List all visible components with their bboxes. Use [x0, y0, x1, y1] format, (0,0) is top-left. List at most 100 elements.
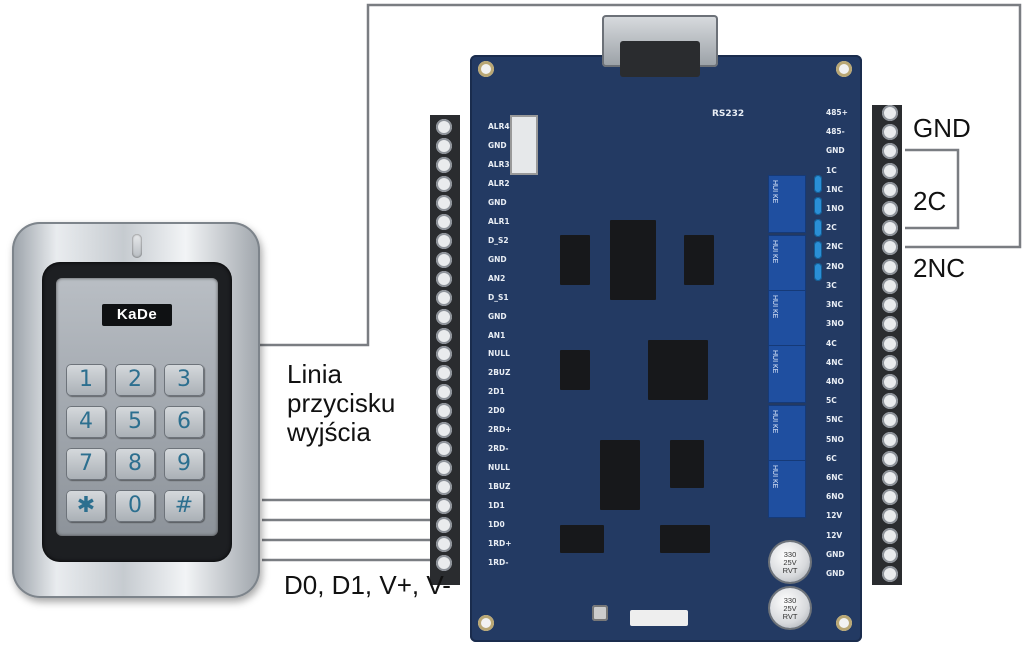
- left-terminal-screw[interactable]: [436, 156, 452, 173]
- left-terminal-screw[interactable]: [436, 536, 452, 553]
- right-terminal-screw[interactable]: [882, 469, 898, 486]
- right-terminal-screw[interactable]: [882, 105, 898, 121]
- varistor: [814, 175, 822, 193]
- right-terminal-screw[interactable]: [882, 412, 898, 429]
- right-terminal-label: 3NO: [826, 319, 844, 329]
- left-terminal-screw[interactable]: [436, 365, 452, 382]
- cap-value: 330: [783, 596, 797, 605]
- left-terminal-screw[interactable]: [436, 441, 452, 458]
- left-terminal-screw[interactable]: [436, 308, 452, 325]
- relay-2: HUI KE: [768, 235, 806, 293]
- left-terminal-label: 2D0: [488, 406, 505, 416]
- left-terminal-screw[interactable]: [436, 384, 452, 401]
- mount-hole: [478, 615, 494, 631]
- key-star[interactable]: ✱: [66, 490, 106, 522]
- right-terminal-label: 4NO: [826, 376, 844, 386]
- right-terminal-screw[interactable]: [882, 181, 898, 198]
- left-terminal-label: D_S2: [488, 235, 509, 245]
- key-8[interactable]: 8: [115, 448, 155, 480]
- right-terminal-screw[interactable]: [882, 162, 898, 179]
- right-terminal-screw[interactable]: [882, 297, 898, 314]
- left-terminal-screw[interactable]: [436, 479, 452, 496]
- right-terminal-screw[interactable]: [882, 393, 898, 410]
- left-terminal-screw[interactable]: [436, 422, 452, 439]
- right-terminal-screw[interactable]: [882, 566, 898, 582]
- keypad-bezel: KaDe 1 2 3 4 5 6 7 8 9 ✱ 0 #: [42, 262, 232, 562]
- mount-hole: [836, 61, 852, 77]
- right-terminal-screw[interactable]: [882, 201, 898, 218]
- left-terminal-screw[interactable]: [436, 346, 452, 363]
- exit-line-text: wyjścia: [287, 417, 371, 447]
- mcu-chip: [648, 340, 708, 400]
- right-terminal-label: 4NC: [826, 357, 843, 367]
- left-terminal-screw[interactable]: [436, 137, 452, 154]
- left-terminal-screw[interactable]: [436, 194, 452, 211]
- key-3[interactable]: 3: [164, 364, 204, 396]
- keypad-device: KaDe 1 2 3 4 5 6 7 8 9 ✱ 0 #: [12, 222, 260, 598]
- right-terminal-screw[interactable]: [882, 527, 898, 544]
- left-terminal-screw[interactable]: [436, 460, 452, 477]
- left-terminal-label: ALR1: [488, 216, 510, 226]
- key-6[interactable]: 6: [164, 406, 204, 438]
- ic-chip: [684, 235, 714, 285]
- left-terminal-label: 1BUZ: [488, 482, 511, 492]
- left-terminal-label: NULL: [488, 349, 510, 359]
- dip-switch[interactable]: [510, 115, 538, 175]
- right-terminal-screw[interactable]: [882, 277, 898, 294]
- left-terminal-screw[interactable]: [436, 289, 452, 306]
- right-terminal-label: 6NO: [826, 492, 844, 502]
- right-terminal-screw[interactable]: [882, 431, 898, 448]
- ic-chip: [660, 525, 710, 553]
- left-terminal-screw[interactable]: [436, 498, 452, 515]
- key-7[interactable]: 7: [66, 448, 106, 480]
- cap-brand: RVT: [782, 566, 798, 575]
- cap-brand: RVT: [782, 612, 798, 621]
- mount-hole: [836, 615, 852, 631]
- left-terminal-screw[interactable]: [436, 270, 452, 287]
- left-terminal-screw[interactable]: [436, 119, 452, 135]
- right-terminal-screw[interactable]: [882, 450, 898, 467]
- wiegand-label: D0, D1, V+, V-: [284, 570, 451, 600]
- key-0[interactable]: 0: [115, 490, 155, 522]
- right-terminal-screw[interactable]: [882, 220, 898, 237]
- relay-label: HUI KE: [771, 180, 778, 204]
- key-5[interactable]: 5: [115, 406, 155, 438]
- right-terminal-screw[interactable]: [882, 143, 898, 160]
- left-terminal-screw[interactable]: [436, 251, 452, 268]
- db9-shell: [620, 41, 700, 77]
- 2nc-label: 2NC: [913, 253, 966, 283]
- left-terminal-label: GND: [488, 311, 507, 321]
- left-terminal-screw[interactable]: [436, 517, 452, 534]
- right-terminal-screw[interactable]: [882, 354, 898, 371]
- right-terminal-screw[interactable]: [882, 335, 898, 352]
- key-hash[interactable]: #: [164, 490, 204, 522]
- key-1[interactable]: 1: [66, 364, 106, 396]
- right-terminal-screw[interactable]: [882, 546, 898, 563]
- right-terminal-screw[interactable]: [882, 373, 898, 390]
- left-terminal-screw[interactable]: [436, 213, 452, 230]
- left-terminal-screw[interactable]: [436, 555, 452, 571]
- key-2[interactable]: 2: [115, 364, 155, 396]
- reset-button[interactable]: [592, 605, 608, 621]
- key-9[interactable]: 9: [164, 448, 204, 480]
- cap-voltage: 25V: [783, 558, 797, 567]
- right-terminal-screw[interactable]: [882, 316, 898, 333]
- left-terminal-label: NULL: [488, 463, 510, 473]
- left-terminal-screw[interactable]: [436, 175, 452, 192]
- left-terminal-screw[interactable]: [436, 232, 452, 249]
- left-terminal-label: AN1: [488, 330, 506, 340]
- right-terminal-screw[interactable]: [882, 239, 898, 256]
- right-terminal-screw[interactable]: [882, 258, 898, 275]
- left-terminal-label: 1D1: [488, 501, 505, 511]
- right-terminal-screw[interactable]: [882, 508, 898, 525]
- right-terminal-screw[interactable]: [882, 124, 898, 141]
- right-terminal-label: 3NC: [826, 300, 843, 310]
- keypad-led-indicator: [132, 234, 142, 258]
- right-terminal-screw[interactable]: [882, 489, 898, 506]
- key-4[interactable]: 4: [66, 406, 106, 438]
- left-terminal-label: ALR2: [488, 178, 510, 188]
- ic-chip: [560, 235, 590, 285]
- left-terminal-screw[interactable]: [436, 327, 452, 344]
- exit-line-text: przycisku: [287, 388, 396, 418]
- left-terminal-screw[interactable]: [436, 403, 452, 420]
